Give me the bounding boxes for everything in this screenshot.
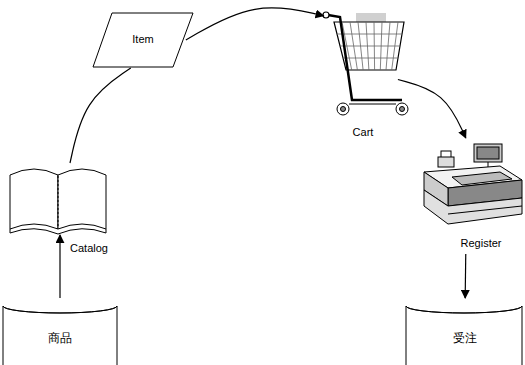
flow-arrow [70, 68, 131, 163]
register-node: Register [420, 138, 524, 254]
database-cylinder: 受注 [405, 298, 523, 365]
node-label: 商品 [48, 331, 72, 345]
cart-axle [349, 104, 396, 105]
cart-goods [356, 13, 386, 22]
cart-wheel [396, 103, 408, 115]
book-icon [10, 169, 106, 234]
parallelogram-shape [93, 13, 193, 67]
node-label: Item [132, 33, 153, 46]
node-label: 受注 [453, 331, 477, 345]
node-label: Catalog [70, 242, 108, 255]
register-screen [477, 147, 499, 159]
book-right-page [58, 169, 106, 229]
database-cylinder: 商品 [2, 298, 118, 365]
node-label: Register [461, 237, 502, 250]
cart-handle [323, 12, 329, 18]
flow-arrow [186, 8, 324, 40]
cart-wheel-hub [341, 107, 346, 112]
register-printer [438, 157, 454, 167]
book-spine [58, 176, 59, 228]
cart-wheel-hub [400, 107, 405, 112]
register-drawer [424, 190, 522, 224]
cart-frame [328, 15, 402, 100]
catalog-book: Catalog [8, 163, 108, 235]
flow-arrow [59, 235, 60, 298]
cylinder-body [406, 306, 522, 365]
cylinder-body [3, 306, 117, 365]
register-display [474, 144, 502, 162]
book-left-page [10, 169, 58, 229]
flow-arrow [398, 80, 466, 139]
node-label: Cart [353, 126, 374, 139]
cylinder-rim [406, 306, 522, 313]
register-drawer-line [448, 206, 522, 214]
register-icon [424, 144, 522, 224]
cart-wheel [337, 103, 349, 115]
cart-node: Cart [318, 8, 412, 138]
flow-arrow [465, 254, 467, 298]
cart-icon [323, 12, 408, 115]
cylinder-rim [3, 306, 117, 313]
item-parallelogram: Item [92, 12, 194, 68]
